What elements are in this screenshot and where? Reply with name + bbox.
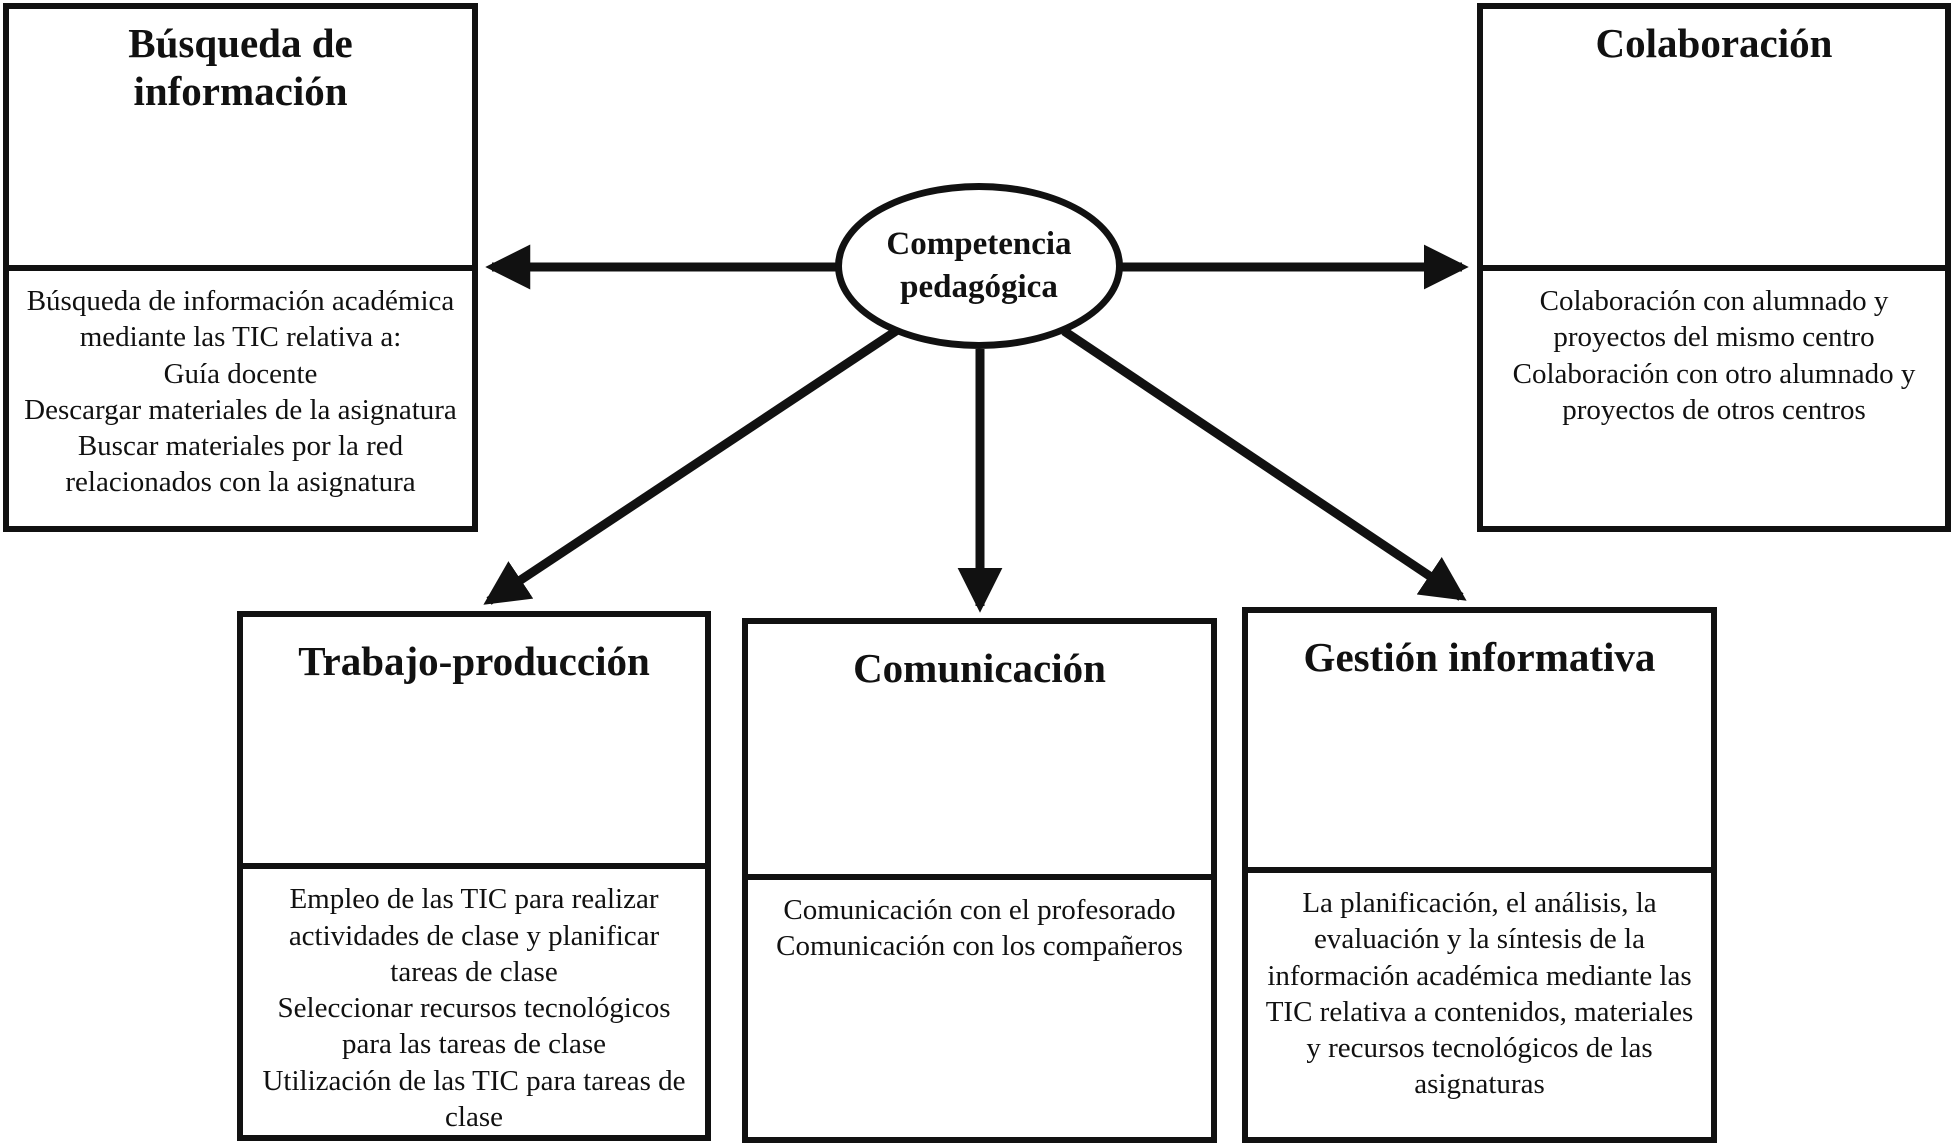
node-body: Empleo de las TIC para realizar activida… [262,883,686,1133]
node-comunicacion: Comunicación Comunicación con el profeso… [742,618,1217,1143]
center-node-competencia-pedagogica: Competencia pedagógica [835,183,1123,349]
node-colaboracion: Colaboración Colaboración con alumnado y… [1477,3,1951,532]
connector-competencia-trabajo [483,327,899,605]
node-body: Búsqueda de información académica median… [24,285,457,499]
node-title: Gestión informativa [1248,613,1711,873]
center-node-label: Competencia pedagógica [886,226,1072,305]
node-title: Trabajo-producción [243,617,705,870]
node-title: Colaboración [1483,9,1945,271]
node-title: Búsqueda de información [9,9,472,271]
node-gestion-informativa: Gestión informativa La planificación, el… [1242,607,1717,1143]
node-busqueda-de-informacion: Búsqueda de información Búsqueda de info… [3,3,478,532]
node-trabajo-produccion: Trabajo-producción Empleo de las TIC par… [237,611,711,1141]
connector-competencia-gestion [1061,327,1467,601]
node-body: Comunicación con el profesorado Comunica… [776,894,1183,963]
node-body: La planificación, el análisis, la evalua… [1265,887,1694,1101]
node-title: Comunicación [748,624,1211,880]
node-body: Colaboración con alumnado y proyectos de… [1512,285,1916,426]
